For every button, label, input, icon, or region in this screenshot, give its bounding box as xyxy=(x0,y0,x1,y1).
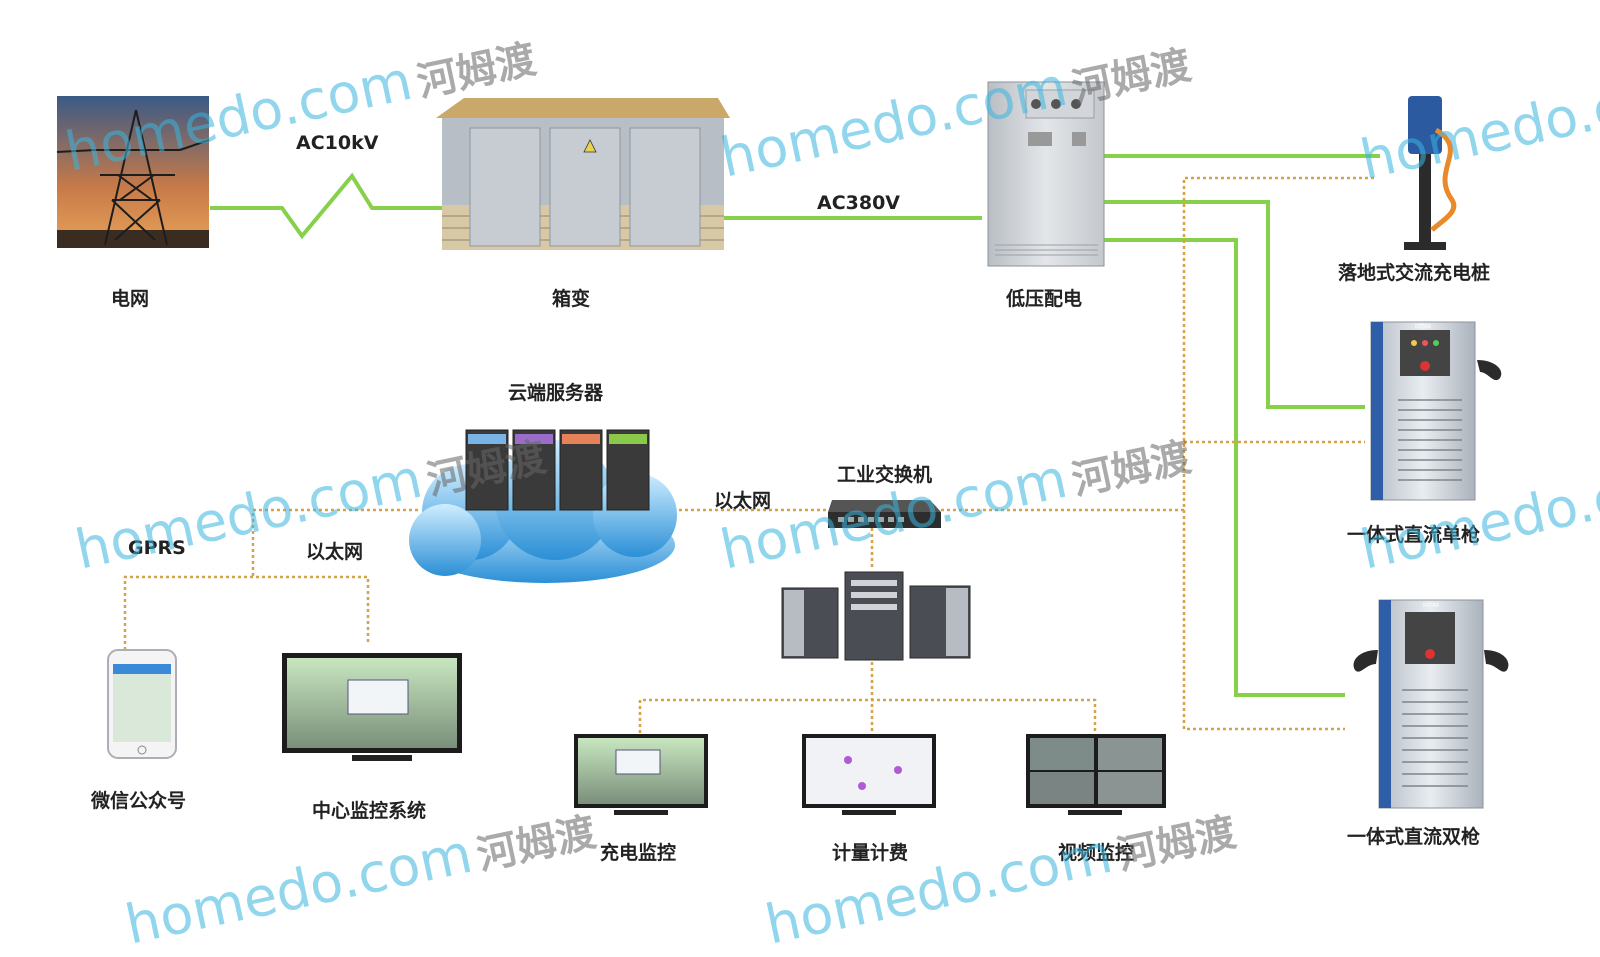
label-ethernet-2: 以太网 xyxy=(306,541,364,563)
metering-billing-monitor-image xyxy=(802,734,936,815)
phone-image xyxy=(107,649,177,759)
industrial-switch-image xyxy=(828,500,941,528)
label-dc-single-gun: 一体式直流单枪 xyxy=(1347,524,1481,546)
label-cloud-server: 云端服务器 xyxy=(508,382,604,404)
line-to-dc-double xyxy=(1104,238,1345,697)
label-wechat: 微信公众号 xyxy=(91,790,187,812)
line-to-dc-single xyxy=(1104,200,1365,409)
video-monitoring-monitor-image xyxy=(1026,734,1166,815)
dc-single-gun-charger-image: KSTAR xyxy=(1370,321,1502,501)
local-servers-image xyxy=(781,571,971,661)
dc-double-gun-charger-image: KSTAR xyxy=(1353,599,1509,809)
server-rack-units xyxy=(465,429,650,511)
ac10kv-line xyxy=(210,172,445,240)
dc-double-brand: KSTAR xyxy=(1423,603,1440,609)
central-monitoring-monitor-image xyxy=(282,653,462,761)
label-ac380v: AC380V xyxy=(817,192,901,214)
label-video-monitoring: 视频监控 xyxy=(1058,842,1135,864)
label-central-monitoring: 中心监控系统 xyxy=(312,800,427,822)
charging-monitoring-monitor-image xyxy=(574,734,708,815)
data-line-left-bus xyxy=(123,575,370,650)
data-line-client-bus xyxy=(638,698,1097,739)
label-grid: 电网 xyxy=(111,288,150,310)
label-ac10kv: AC10kV xyxy=(296,132,379,154)
charging-system-diagram: KSTAR KSTAR xyxy=(56,81,1509,815)
dc-single-brand: KSTAR xyxy=(1415,324,1432,330)
label-floor-ac-charger: 落地式交流充电桩 xyxy=(1338,262,1491,284)
label-box-transformer: 箱变 xyxy=(552,288,591,310)
data-lines xyxy=(123,176,1374,739)
power-lines xyxy=(210,154,1380,697)
label-ethernet-1: 以太网 xyxy=(714,490,772,512)
low-voltage-cabinet-image xyxy=(987,81,1105,267)
floor-ac-charger-image xyxy=(1404,96,1457,250)
label-dc-double-gun: 一体式直流双枪 xyxy=(1347,826,1481,848)
label-charging-monitoring: 充电监控 xyxy=(600,842,677,864)
label-metering-billing: 计量计费 xyxy=(832,842,909,864)
cloud-server-image xyxy=(409,429,677,583)
box-transformer-image xyxy=(436,98,730,250)
label-industrial-switch: 工业交换机 xyxy=(837,464,933,486)
data-line-cloud-left xyxy=(251,508,418,577)
label-gprs: GPRS xyxy=(128,537,186,559)
label-low-voltage: 低压配电 xyxy=(1006,288,1083,310)
power-grid-image xyxy=(56,96,210,248)
